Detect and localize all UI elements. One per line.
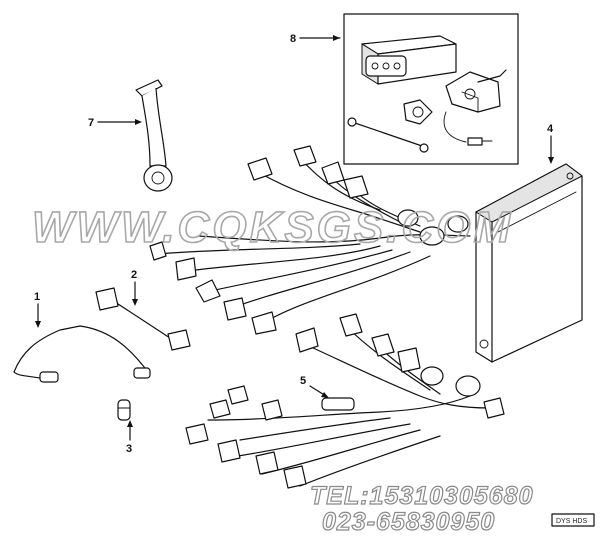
plug-connector <box>117 399 131 421</box>
figure-code-box <box>551 513 595 527</box>
svg-text:2: 2 <box>131 269 137 281</box>
control-module-box <box>475 163 583 363</box>
inline-fuse-holder <box>321 397 355 411</box>
linkage-rod <box>347 99 493 153</box>
callout-3: 3 <box>126 420 133 455</box>
callout-2: 2 <box>131 269 138 306</box>
svg-text:8: 8 <box>290 33 296 45</box>
throttle-lever <box>135 79 173 192</box>
watermark-url: WWW.CQKSGS.COM <box>32 203 513 252</box>
callout-7: 7 <box>88 117 142 129</box>
watermark-tel: TEL:15310305680 <box>310 482 533 510</box>
svg-text:5: 5 <box>300 375 306 387</box>
sensor-cable <box>13 325 151 383</box>
callout-1: 1 <box>34 291 41 328</box>
svg-text:3: 3 <box>126 443 132 455</box>
callout-4: 4 <box>547 123 554 164</box>
callout-8: 8 <box>290 33 341 45</box>
callout-5: 5 <box>300 375 329 398</box>
svg-text:1: 1 <box>34 291 40 303</box>
svg-text:7: 7 <box>88 117 94 129</box>
lower-harness <box>185 313 505 489</box>
inset-control-kit <box>343 13 519 165</box>
actuator-motor <box>445 69 507 113</box>
upper-harness <box>149 145 471 335</box>
figure-code: DYS HDS <box>556 518 587 525</box>
svg-text:4: 4 <box>547 123 554 135</box>
control-panel <box>361 35 457 85</box>
jumper-harness <box>95 287 191 351</box>
watermark-phone: 023-65830950 <box>322 508 495 536</box>
